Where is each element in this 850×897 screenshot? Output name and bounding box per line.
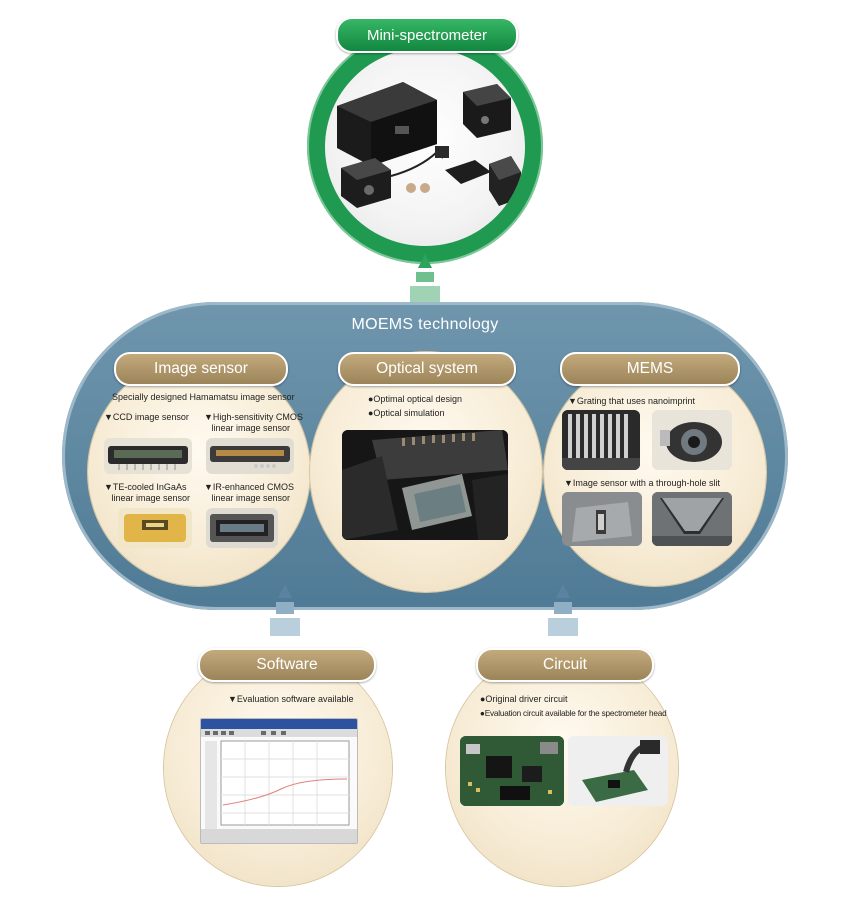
optical-system-photo <box>342 430 508 540</box>
connector-software <box>270 584 300 636</box>
circuit-bullet-driver: ●Original driver circuit <box>480 694 568 704</box>
slit-cross-section-photo <box>652 492 732 546</box>
connector-top <box>410 254 440 302</box>
ir-cmos-sensor-photo <box>206 508 278 548</box>
ccd-label: ▼CCD image sensor <box>104 412 189 422</box>
cmos-sensor-photo <box>206 438 294 474</box>
ingaas-label: ▼TE-cooled InGaAs linear image sensor <box>104 482 191 503</box>
grating-photo <box>562 410 640 470</box>
mems-item-grating: ▼Grating that uses nanoimprint <box>568 396 695 406</box>
lens-device-photo <box>652 410 732 470</box>
mems-item-slit: ▼Image sensor with a through-hole slit <box>564 478 720 488</box>
mems-circle <box>544 358 766 586</box>
mini-spectrometer-label: Mini-spectrometer <box>336 17 518 53</box>
slit-sensor-photo <box>562 492 642 546</box>
ccd-sensor-photo <box>104 438 192 474</box>
cmos-label: ▼High-sensitivity CMOS linear image sens… <box>204 412 303 433</box>
image-sensor-label: Image sensor <box>114 352 288 386</box>
image-sensor-subtitle: Specially designed Hamamatsu image senso… <box>112 392 295 402</box>
optical-bullet-design: ●Optimal optical design <box>368 394 462 404</box>
software-screenshot <box>200 718 358 844</box>
evaluation-circuit-photo <box>568 736 668 806</box>
moems-title: MOEMS technology <box>351 316 499 333</box>
mems-label: MEMS <box>560 352 740 386</box>
connector-circuit <box>548 584 578 636</box>
ingaas-sensor-photo <box>118 508 192 548</box>
software-item-evaluation: ▼Evaluation software available <box>228 694 354 704</box>
circuit-bullet-evaluation: ●Evaluation circuit available for the sp… <box>480 709 667 718</box>
driver-circuit-photo <box>460 736 564 806</box>
optical-system-label: Optical system <box>338 352 516 386</box>
ir-cmos-label: ▼IR-enhanced CMOS linear image sensor <box>204 482 294 503</box>
software-label: Software <box>198 648 376 682</box>
mini-spectrometer-photo <box>325 48 525 246</box>
optical-bullet-simulation: ●Optical simulation <box>368 408 445 418</box>
circuit-label: Circuit <box>476 648 654 682</box>
